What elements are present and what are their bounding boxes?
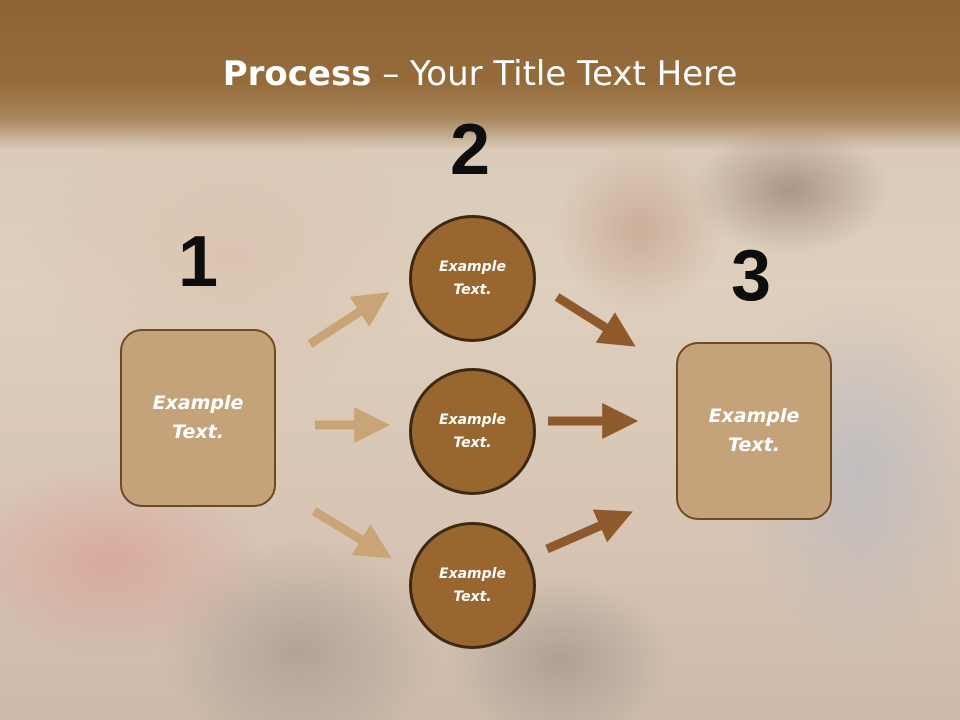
right-box-text: Example Text. [708, 405, 800, 456]
step-number-2: 2 [450, 110, 491, 190]
circle-middle-text: Example Text. [439, 411, 506, 451]
left-process-box: Example Text. [120, 329, 276, 507]
step-number-1: 1 [178, 222, 219, 302]
arrow-left-to-bottom [311, 507, 392, 559]
title-bold: Process [222, 54, 372, 94]
circle-middle: Example Text. [409, 368, 536, 495]
arrow-top-to-right [554, 293, 636, 347]
circle-bottom-text: Example Text. [439, 565, 506, 605]
arrow-left-to-top [307, 292, 390, 348]
slide-title: Process – Your Title Text Here [0, 52, 960, 96]
circle-top: Example Text. [409, 215, 536, 342]
circle-bottom: Example Text. [409, 522, 536, 649]
step-number-3: 3 [731, 236, 772, 316]
title-rest: – Your Title Text Here [371, 54, 738, 94]
arrow-bottom-to-right [545, 509, 633, 554]
circle-top-text: Example Text. [439, 258, 506, 298]
title-banner [0, 0, 960, 150]
left-box-text: Example Text. [152, 392, 244, 443]
right-process-box: Example Text. [676, 342, 832, 520]
